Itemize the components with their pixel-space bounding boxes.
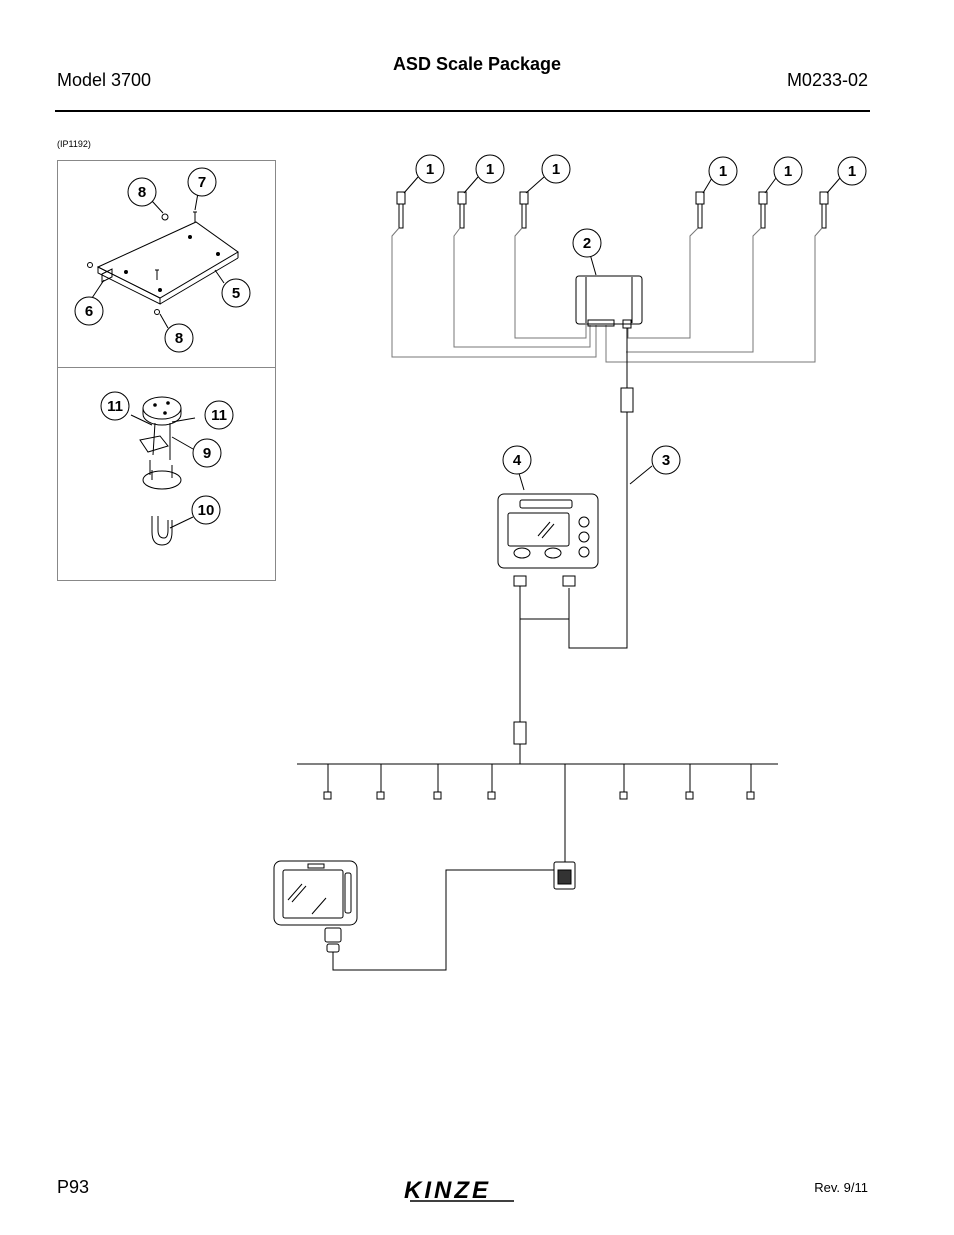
svg-text:2: 2 xyxy=(583,235,591,252)
callout-11b: 11 xyxy=(204,400,234,430)
callout-9: 9 xyxy=(192,438,222,468)
monitor-port-right xyxy=(562,575,576,587)
svg-text:11: 11 xyxy=(211,407,227,424)
callout-1c: 1 xyxy=(541,154,571,184)
svg-text:3: 3 xyxy=(662,452,670,469)
callout-5: 5 xyxy=(221,278,251,308)
svg-text:1: 1 xyxy=(719,163,727,180)
svg-text:6: 6 xyxy=(85,303,93,320)
svg-text:4: 4 xyxy=(513,452,522,469)
callout-3: 3 xyxy=(651,445,681,475)
svg-text:1: 1 xyxy=(486,161,494,178)
harness-connector-lower xyxy=(513,721,527,745)
kinze-logo: KINZE xyxy=(404,1177,514,1204)
header-rule xyxy=(55,110,870,112)
callout-1b: 1 xyxy=(475,154,505,184)
callout-10: 10 xyxy=(191,495,221,525)
callout-1a: 1 xyxy=(415,154,445,184)
svg-text:1: 1 xyxy=(426,161,434,178)
callout-6: 6 xyxy=(74,296,104,326)
implement-bus xyxy=(297,763,778,862)
page-title: ASD Scale Package xyxy=(392,54,562,74)
svg-text:KINZE: KINZE xyxy=(404,1177,491,1204)
callout-8b: 8 xyxy=(164,323,194,353)
monitor-mount xyxy=(139,396,182,546)
svg-text:10: 10 xyxy=(198,502,215,519)
svg-text:9: 9 xyxy=(203,445,211,462)
callout-2: 2 xyxy=(572,228,602,258)
svg-text:8: 8 xyxy=(138,184,146,201)
doc-number: M0233-02 xyxy=(786,70,868,90)
harness-connector-upper xyxy=(620,387,634,413)
scale-module xyxy=(575,275,643,329)
mounting-plate xyxy=(87,211,239,315)
tractor-display xyxy=(273,860,358,953)
svg-text:1: 1 xyxy=(784,163,792,180)
load-cells xyxy=(396,191,829,229)
page-number: P93 xyxy=(57,1177,90,1197)
svg-text:8: 8 xyxy=(175,330,183,347)
svg-text:7: 7 xyxy=(198,174,206,191)
callout-8a: 8 xyxy=(127,177,157,207)
scale-monitor xyxy=(497,493,599,569)
callout-1e: 1 xyxy=(773,156,803,186)
svg-text:11: 11 xyxy=(107,398,123,415)
callouts: 8 7 6 5 8 11 11 9 10 1 1 1 1 1 1 2 4 3 xyxy=(74,154,867,525)
inset-mount-frame xyxy=(57,367,276,581)
callout-1d: 1 xyxy=(708,156,738,186)
callout-4: 4 xyxy=(502,445,532,475)
svg-text:5: 5 xyxy=(232,285,240,302)
model-label: Model 3700 xyxy=(57,70,152,90)
figure-reference: (IP1192) xyxy=(57,139,91,149)
cab-receptacle xyxy=(553,861,576,890)
revision-date: Rev. 9/11 xyxy=(814,1180,868,1195)
callout-1f: 1 xyxy=(837,156,867,186)
svg-text:1: 1 xyxy=(848,163,856,180)
callout-7: 7 xyxy=(187,167,217,197)
monitor-port-left xyxy=(513,575,527,587)
svg-text:1: 1 xyxy=(552,161,560,178)
callout-11a: 11 xyxy=(100,391,130,421)
